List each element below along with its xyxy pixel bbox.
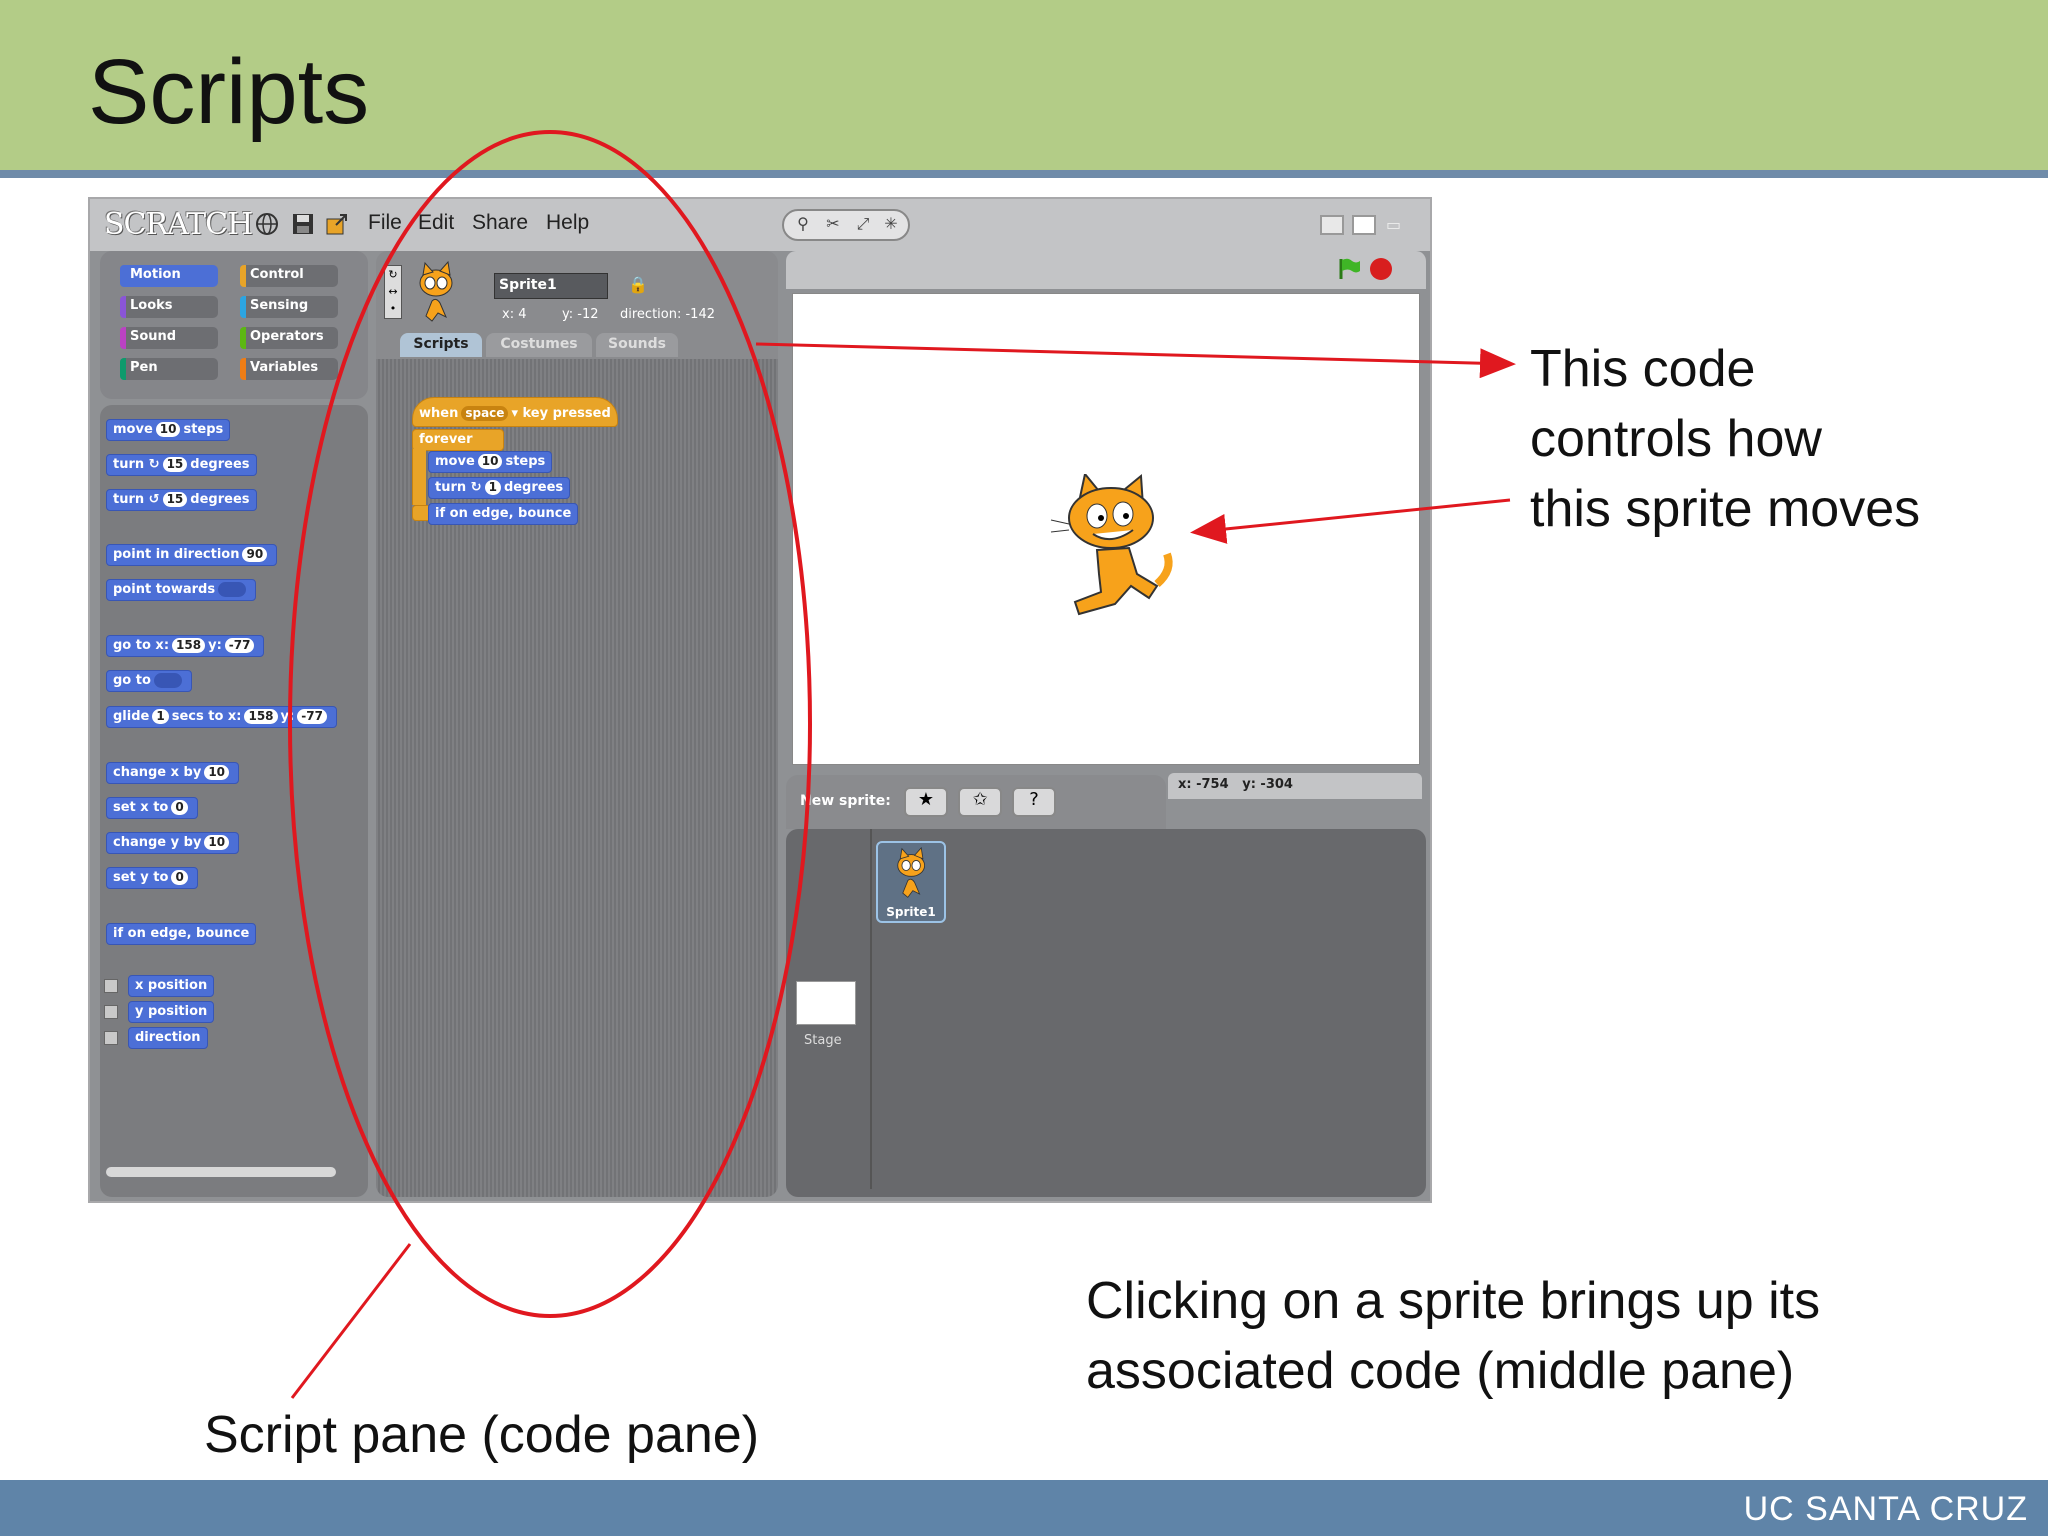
category-control[interactable]: Control [240, 265, 338, 287]
normal-stage-mode-button[interactable] [1352, 215, 1376, 235]
paint-new-sprite-icon[interactable]: ★ [904, 787, 948, 817]
forever-block[interactable]: forever [412, 429, 504, 451]
new-sprite-label: New sprite: [800, 793, 891, 809]
menu-share[interactable]: Share [472, 211, 529, 234]
delete-tool-icon[interactable]: ✂ [826, 214, 840, 233]
sprite-list: Stage Sprite1 [786, 829, 1426, 1197]
annotation-clicking-sprite: Clicking on a sprite brings up its assoc… [1086, 1272, 1821, 1400]
annotation-script-pane: Script pane (code pane) [204, 1406, 760, 1464]
scratch-logo: SCRATCH [104, 207, 253, 242]
share-icon[interactable] [324, 211, 350, 237]
script-block-bounce[interactable]: if on edge, bounce [428, 503, 579, 525]
menu-edit[interactable]: Edit [418, 211, 455, 234]
menu-file[interactable]: File [368, 211, 402, 234]
y-position-checkbox[interactable] [104, 1005, 118, 1019]
turn-right-icon: ↻ [148, 457, 160, 472]
sprite-name-field[interactable]: Sprite1 [494, 273, 608, 299]
category-motion[interactable]: Motion [120, 265, 218, 287]
random-sprite-icon[interactable]: ? [1012, 787, 1056, 817]
stage-sprite-cat[interactable] [1049, 474, 1181, 622]
stage-divider [870, 829, 872, 1189]
turn-right-icon: ↻ [470, 480, 482, 495]
block-point-towards[interactable]: point towards [106, 579, 257, 601]
sprite-thumbnail-label: Sprite1 [886, 905, 936, 919]
footer-text: UC SANTA CRUZ [1743, 1490, 2028, 1528]
cursor-tools: ⚲ ✂ ⤢ ✳ [782, 209, 910, 241]
direction-checkbox[interactable] [104, 1031, 118, 1045]
menu-help[interactable]: Help [546, 211, 590, 234]
palette-scrollbar[interactable] [106, 1167, 336, 1177]
save-icon[interactable] [290, 211, 316, 237]
category-sensing[interactable]: Sensing [240, 296, 338, 318]
grow-tool-icon[interactable]: ⤢ [856, 214, 870, 233]
tab-sounds[interactable]: Sounds [596, 333, 678, 357]
category-operators[interactable]: Operators [240, 327, 338, 349]
sprite-thumbnail-cat-icon [897, 847, 925, 898]
globe-icon[interactable] [254, 211, 280, 237]
slide-footer: UC SANTA CRUZ [0, 1480, 2048, 1536]
category-looks[interactable]: Looks [120, 296, 218, 318]
stage-toolbar [786, 251, 1426, 289]
sprite-arrow [1190, 498, 1511, 544]
new-sprite-bar: New sprite: ★ ✩ ? [786, 775, 1166, 829]
green-flag-icon[interactable] [1336, 256, 1362, 282]
rotation-style-icons[interactable]: ↻↔• [384, 265, 402, 319]
category-pen[interactable]: Pen [120, 358, 218, 380]
choose-sprite-from-file-icon[interactable]: ✩ [958, 787, 1002, 817]
code-arrow [755, 342, 1516, 379]
category-sound[interactable]: Sound [120, 327, 218, 349]
category-panel: Motion Control Looks Sensing Sound Opera… [100, 251, 368, 399]
script-pane-callout-line [290, 1243, 412, 1399]
mouse-coordinates: x: -754 y: -304 [1168, 773, 1422, 799]
sprite-cat-icon [419, 261, 453, 322]
small-stage-mode-button[interactable] [1320, 215, 1344, 235]
stage-thumbnail[interactable] [796, 981, 856, 1025]
reporter-y-position[interactable]: y position [128, 1001, 215, 1023]
sprite-x: x: 4 [502, 307, 527, 322]
menu-bar: SCRATCH File Edit Share Help ⚲ ✂ ⤢ ✳ ▭ [90, 199, 1430, 251]
stage-canvas[interactable] [792, 293, 1420, 765]
sprite-direction: direction: -142 [620, 307, 715, 322]
reporter-x-position[interactable]: x position [128, 975, 215, 997]
slide-header [0, 0, 2048, 170]
block-go-to[interactable]: go to [106, 670, 192, 692]
forever-block-arm [412, 449, 426, 505]
sprite-thumbnail-sprite1[interactable]: Sprite1 [876, 841, 946, 923]
reporter-direction[interactable]: direction [128, 1027, 208, 1049]
presentation-mode-icon[interactable]: ▭ [1386, 215, 1402, 234]
scratch-window: SCRATCH File Edit Share Help ⚲ ✂ ⤢ ✳ ▭ M… [88, 197, 1432, 1203]
x-position-checkbox[interactable] [104, 979, 118, 993]
stage-label: Stage [804, 1033, 842, 1048]
stop-sign-icon[interactable] [1370, 258, 1392, 280]
category-variables[interactable]: Variables [240, 358, 338, 380]
sprite-y: y: -12 [562, 307, 599, 322]
shrink-tool-icon[interactable]: ✳ [884, 214, 898, 233]
slide-title: Scripts [88, 41, 370, 143]
header-rule [0, 170, 2048, 178]
duplicate-tool-icon[interactable]: ⚲ [797, 214, 809, 233]
script-pane-highlight-ellipse [288, 130, 812, 1318]
turn-left-icon: ↺ [148, 492, 160, 507]
block-if-on-edge-bounce[interactable]: if on edge, bounce [106, 923, 257, 945]
tab-costumes[interactable]: Costumes [486, 333, 592, 357]
dropdown-arrow-icon: ▾ [511, 406, 518, 421]
tab-scripts[interactable]: Scripts [400, 333, 482, 357]
annotation-code-controls: This code controls how this sprite moves [1530, 340, 1921, 538]
